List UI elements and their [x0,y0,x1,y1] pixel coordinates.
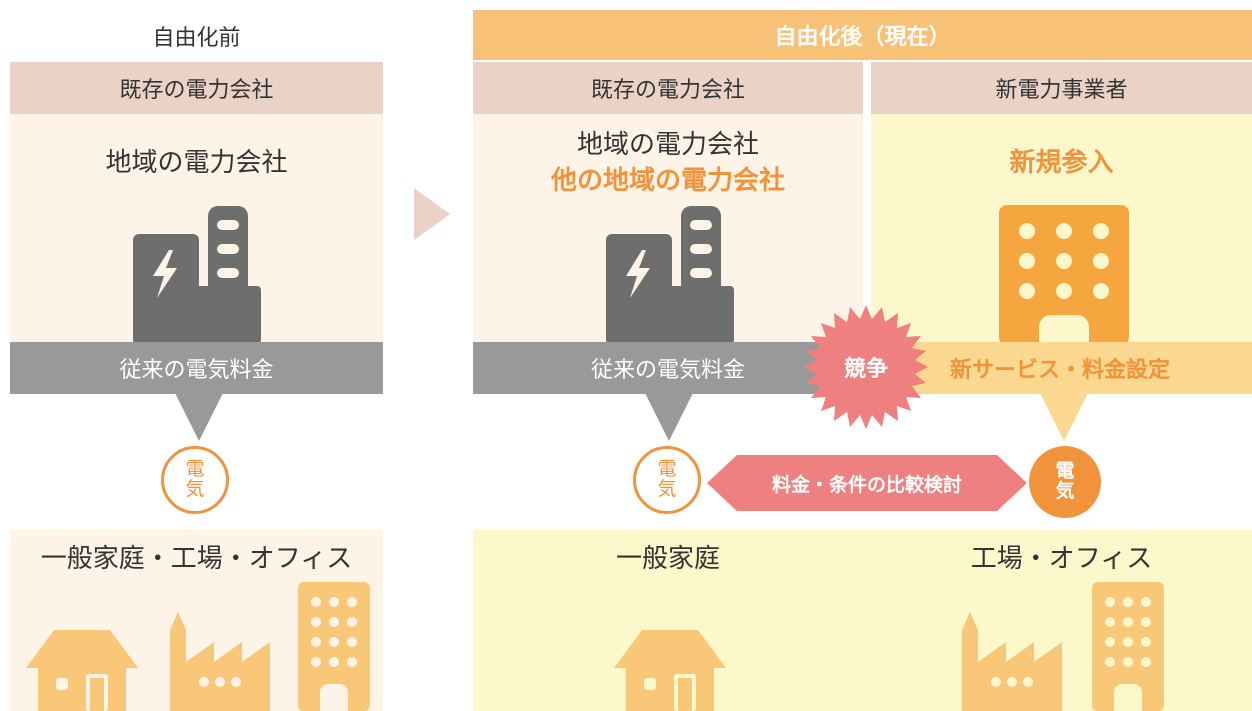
after-households-label: 一般家庭 [615,543,720,574]
after-electricity-badge-right: 電 気 [1029,446,1101,518]
office-building-icon [1092,582,1164,711]
competition-starburst-icon [804,305,928,429]
after-existing-rate-bar: 従来の電気料金 [473,342,863,394]
after-new-rate-pointer [1040,393,1088,441]
after-existing-line2: 他の地域の電力会社 [550,165,785,196]
before-consumers-label: 一般家庭・工場・オフィス [40,543,353,574]
after-electricity-badge-left: 電 気 [633,446,701,514]
elec-char-1: 電 [1055,460,1075,483]
new-company-building-icon [999,205,1129,345]
factory-icon [962,612,1062,711]
elec-char-2: 気 [1055,480,1075,502]
before-company-name: 地域の電力会社 [105,147,288,178]
before-rate-pointer [175,393,223,441]
elec-char-2: 気 [657,478,677,500]
after-existing-header: 既存の電力会社 [473,62,863,114]
after-existing-rate-label: 従来の電気料金 [590,358,745,383]
before-company-header: 既存の電力会社 [10,62,383,114]
before-rate-bar: 従来の電気料金 [10,342,383,394]
office-building-icon [298,582,370,711]
after-title-bar: 自由化後（現在） [473,10,1252,60]
after-new-header: 新電力事業者 [871,62,1252,114]
power-plant-icon [133,206,263,346]
factory-icon [170,612,270,711]
compare-label: 料金・条件の比較検討 [771,473,962,496]
competition-label: 競争 [843,357,888,382]
after-new-entry: 新規参入 [1009,147,1114,178]
transition-arrow-icon [414,188,450,240]
before-title: 自由化前 [152,26,241,51]
after-new-rate-label: 新サービス・料金設定 [949,358,1170,383]
before-electricity-badge: 電 気 [161,446,229,514]
compare-double-arrow-icon [707,455,1027,511]
power-plant-icon [606,206,736,346]
after-factories-offices-label: 工場・オフィス [970,543,1153,574]
after-existing-line1: 地域の電力会社 [576,129,759,160]
elec-char-2: 気 [185,478,205,500]
house-icon [614,628,726,711]
elec-char-1: 電 [185,458,205,481]
elec-char-1: 電 [657,458,677,481]
house-icon [26,628,138,711]
after-existing-rate-pointer [645,393,693,441]
after-new-rate-bar [863,342,1252,394]
